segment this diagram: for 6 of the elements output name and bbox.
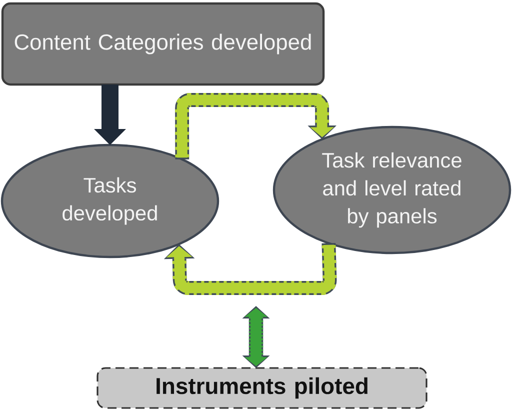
process-box: Instruments piloted bbox=[96, 367, 428, 409]
arrow bbox=[175, 93, 336, 160]
arrow bbox=[94, 84, 126, 145]
arrow bbox=[164, 242, 337, 295]
process-box: Content Categories developed bbox=[1, 2, 325, 86]
double-arrow bbox=[242, 306, 270, 368]
